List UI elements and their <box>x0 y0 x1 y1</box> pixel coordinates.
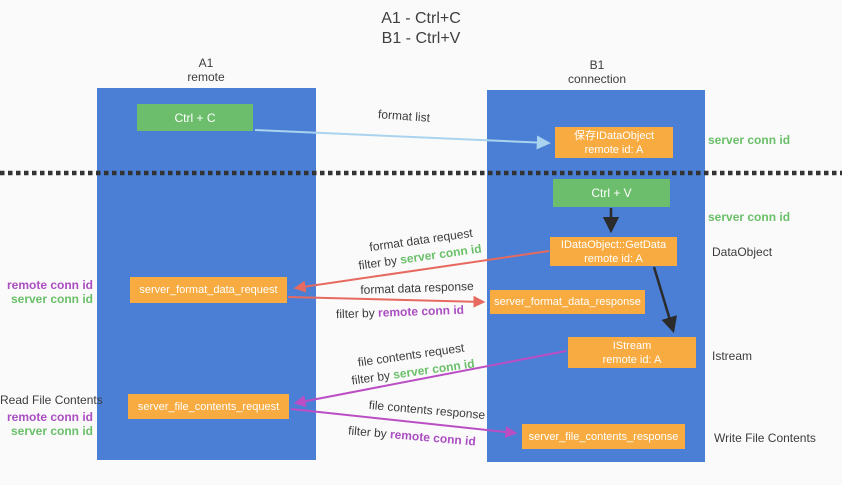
node-server-file-contents-response: server_file_contents_response <box>522 424 685 449</box>
annotation-server-conn-id-mid: server conn id <box>708 210 791 224</box>
node-ctrl-c: Ctrl + C <box>137 104 253 131</box>
lifeline-a1-role: remote <box>187 70 225 84</box>
lifeline-header-a1: A1 remote <box>136 56 276 84</box>
node-getdata-line1: IDataObject::GetData <box>560 238 667 251</box>
annotation-dataobject: DataObject <box>712 245 773 259</box>
node-istream-line1: IStream <box>612 339 652 352</box>
title-line-2: B1 - Ctrl+V <box>381 30 461 47</box>
filter-prefix: filter by <box>350 368 391 388</box>
node-getdata-line2: remote id: A <box>584 252 643 265</box>
edge-label-file-contents-response-filter: filter by remote conn id <box>348 423 477 448</box>
node-fmt-req-label: server_format_data_request <box>139 284 278 296</box>
node-save-line1: 保存IDataObject <box>573 129 655 142</box>
node-ctrl-v: Ctrl + V <box>553 179 670 207</box>
annotation-server-conn-id-top: server conn id <box>708 133 791 147</box>
annotation-istream: Istream <box>712 349 753 363</box>
lifeline-a1-name: A1 <box>198 56 214 70</box>
filter-key-remote-conn-id: remote conn id <box>389 427 477 449</box>
node-save-idataobject: 保存IDataObject remote id: A <box>555 127 673 158</box>
node-server-format-data-response: server_format_data_response <box>490 290 645 314</box>
node-ctrl-v-label: Ctrl + V <box>591 186 632 200</box>
format-data-response-arrow <box>287 295 486 308</box>
edge-label-format-list: format list <box>377 107 431 125</box>
filter-prefix: filter by <box>335 305 375 322</box>
filter-prefix: filter by <box>357 253 398 273</box>
lifeline-b1-name: B1 <box>589 58 605 72</box>
node-save-line2: remote id: A <box>584 143 644 156</box>
annotation-read-file-contents: Read File Contents <box>0 393 103 407</box>
node-file-resp-label: server_file_contents_response <box>528 430 679 443</box>
lifeline-header-b1: B1 connection <box>527 58 667 86</box>
node-ctrl-c-label: Ctrl + C <box>174 110 216 125</box>
node-istream-line2: remote id: A <box>602 353 662 366</box>
diagram-title: A1 - Ctrl+C B1 - Ctrl+V <box>0 9 842 49</box>
edge-label-format-data-response: format data response <box>360 279 474 297</box>
title-line-1: A1 - Ctrl+C <box>381 10 461 27</box>
node-istream: IStream remote id: A <box>568 337 696 368</box>
annotation-server-conn-id-left-bottom: server conn id <box>10 424 93 438</box>
annotation-remote-conn-id-bottom: remote conn id <box>6 410 93 424</box>
edge-label-format-data-response-filter: filter by remote conn id <box>336 303 464 321</box>
edge-label-file-contents-response: file contents response <box>368 397 486 423</box>
annotation-server-conn-id-left-top: server conn id <box>10 292 93 306</box>
annotation-remote-conn-id-top: remote conn id <box>6 278 93 292</box>
node-idataobject-getdata: IDataObject::GetData remote id: A <box>550 237 677 266</box>
node-server-format-data-request: server_format_data_request <box>130 277 287 303</box>
node-server-file-contents-request: server_file_contents_request <box>128 394 289 419</box>
filter-prefix: filter by <box>347 423 388 441</box>
node-fmt-resp-label: server_format_data_response <box>494 296 641 308</box>
lifeline-b1-role: connection <box>567 72 627 86</box>
node-file-req-label: server_file_contents_request <box>137 400 280 413</box>
filter-key-remote-conn-id: remote conn id <box>377 302 465 320</box>
annotation-write-file-contents: Write File Contents <box>714 431 816 445</box>
